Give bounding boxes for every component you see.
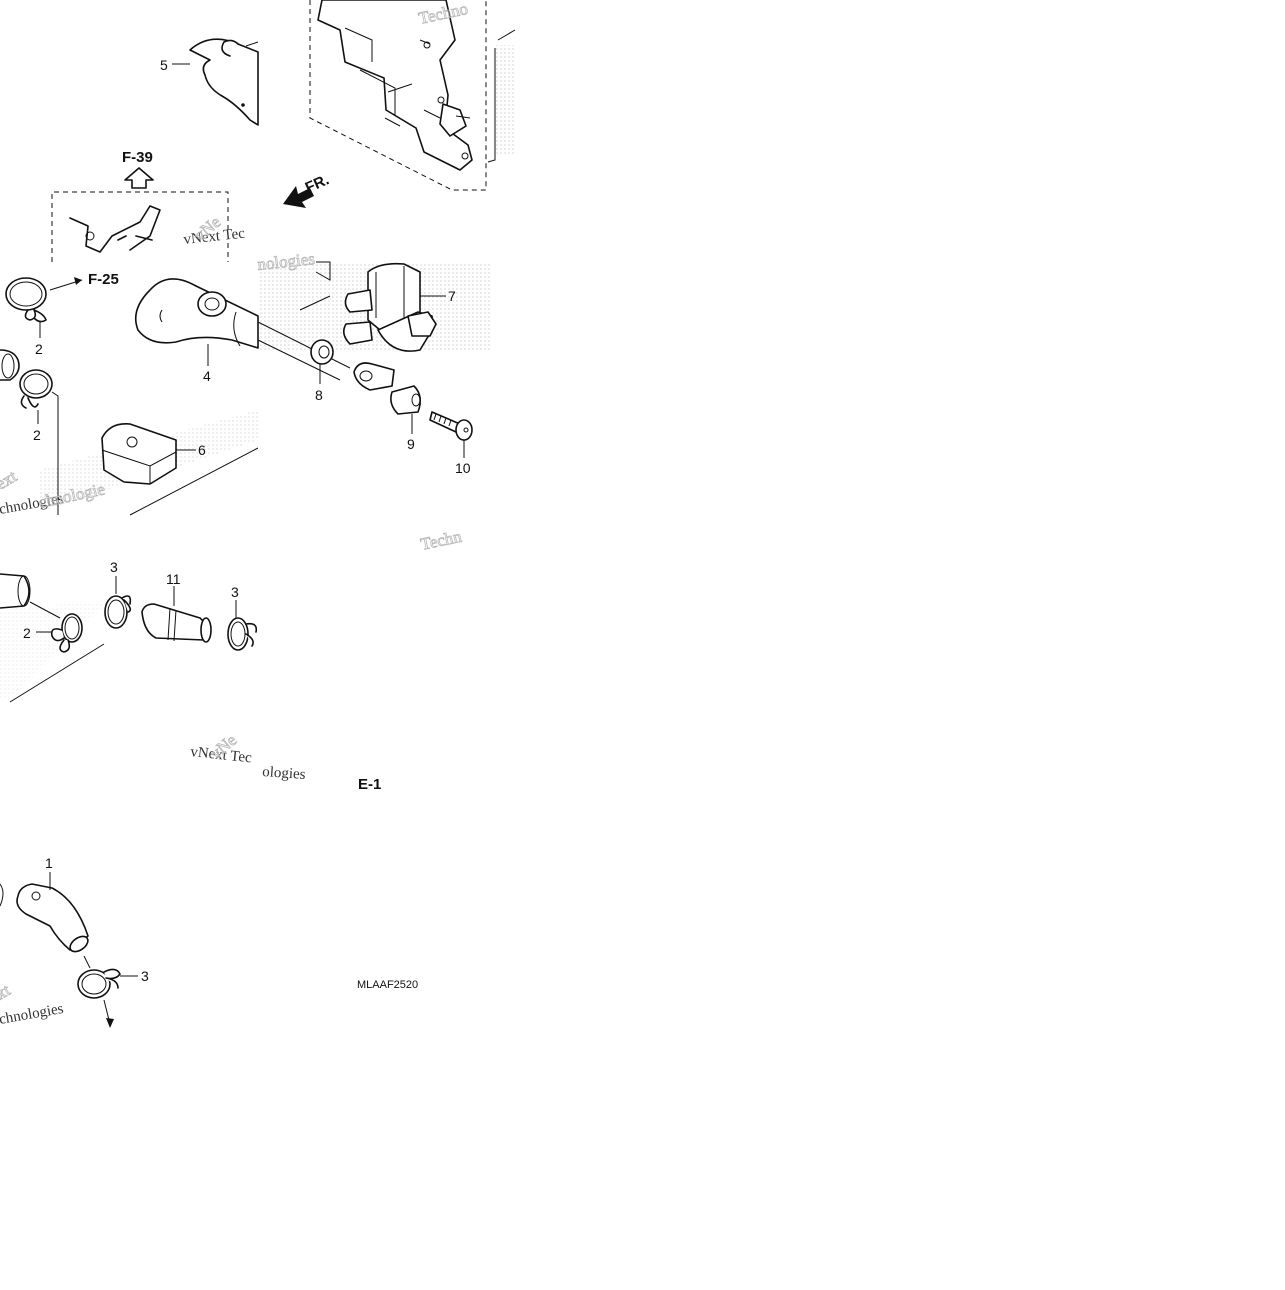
part-2-clamp-upper: 2 — [5, 277, 47, 357]
callout-2a: 2 — [35, 341, 43, 357]
front-arrow-icon — [283, 186, 314, 208]
hose-stub-lower — [0, 573, 105, 703]
callout-8: 8 — [315, 387, 323, 403]
watermark-9: vNext Tec — [190, 744, 253, 766]
part-10-bolt: 10 — [429, 411, 473, 476]
watermark-1: vNext Tec — [183, 226, 246, 248]
part-4-hose: 4 — [134, 278, 259, 384]
part-11-joint: 11 — [141, 571, 212, 643]
ref-f39: F-39 — [51, 149, 229, 262]
part-6-cover: 6 — [101, 422, 259, 516]
callout-7: 7 — [448, 288, 456, 304]
part-2-clamp-middle: 2 — [19, 369, 59, 515]
callout-3a: 3 — [110, 559, 118, 575]
callout-2c: 2 — [23, 625, 31, 641]
watermark-5: ext — [0, 466, 20, 493]
watermarks: vNext Tec Techno Techn vNe ext chnologie… — [0, 0, 470, 1028]
watermark-3: Techn — [419, 527, 464, 554]
diagram-code: MLAAF2520 — [357, 979, 418, 991]
callout-9: 9 — [407, 436, 415, 452]
part-9-collar: 9 — [390, 385, 422, 452]
callout-10: 10 — [455, 460, 471, 476]
callout-11: 11 — [166, 571, 181, 587]
watermark-11: ologies — [262, 764, 307, 783]
front-direction: FR. — [283, 171, 332, 208]
hose-stub-left — [0, 349, 20, 381]
callout-5: 5 — [160, 57, 168, 73]
bracket-assembly — [309, 0, 516, 191]
ref-label-e1: E-1 — [358, 776, 381, 793]
ref-label-f25: F-25 — [88, 271, 119, 288]
ref-label-f39: F-39 — [122, 149, 153, 166]
part-7-valve: 7 — [257, 261, 456, 391]
part-1-hose: 1 — [0, 855, 89, 953]
callout-3c: 3 — [141, 968, 149, 984]
callout-1: 1 — [45, 855, 53, 871]
watermark-12: xt — [0, 980, 14, 1003]
up-arrow-icon — [124, 167, 154, 189]
part-5-hose: 5 — [160, 38, 259, 126]
part-3-clamp-b: 3 — [227, 584, 258, 651]
ref-f25: F-25 — [49, 271, 119, 291]
callout-4: 4 — [203, 368, 211, 384]
part-8-grommet: 8 — [310, 339, 334, 403]
callout-2b: 2 — [33, 427, 41, 443]
part-3-clamp-c: 3 — [77, 955, 149, 1028]
callout-3b: 3 — [231, 584, 239, 600]
part-2-clamp-lower: 2 — [23, 613, 83, 653]
front-label: FR. — [303, 171, 332, 196]
watermark-13: chnologies — [0, 1001, 65, 1028]
callout-6: 6 — [198, 442, 206, 458]
part-3-clamp-a: 3 — [104, 559, 132, 629]
